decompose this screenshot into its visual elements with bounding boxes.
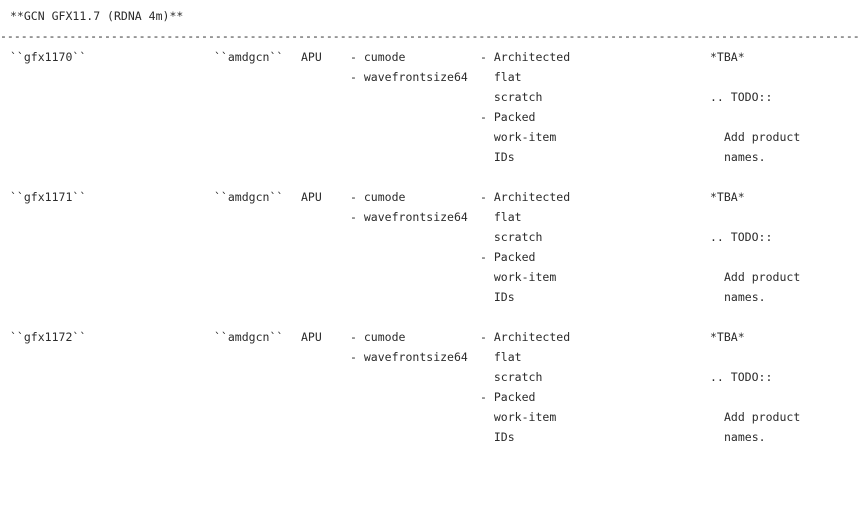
text-document: **GCN GFX11.7 (RDNA 4m)** --------------… <box>0 6 868 447</box>
target-property-item: - Architected <box>480 330 571 344</box>
target-property-item: scratch <box>480 230 543 244</box>
target-property-item: - Packed <box>480 250 536 264</box>
table-row: - wavefrontsize64 flat <box>0 67 868 87</box>
table-row: ``gfx1170`` ``amdgcn`` APU - cumode - Ar… <box>0 47 868 67</box>
todo-body-line: names. <box>724 290 766 304</box>
table-row: - wavefrontsize64 flat <box>0 347 868 367</box>
target-feature-item: - cumode <box>350 50 406 64</box>
target-feature-item: - cumode <box>350 190 406 204</box>
table-row: IDs names. <box>0 287 868 307</box>
todo-body-line: names. <box>724 430 766 444</box>
target-feature-item: - cumode <box>350 330 406 344</box>
todo-body-line: Add product <box>724 410 801 424</box>
target-property-item: - Packed <box>480 390 536 404</box>
table-row: - wavefrontsize64 flat <box>0 207 868 227</box>
processor-name: ``gfx1171`` <box>10 190 87 204</box>
processor-name: ``gfx1170`` <box>10 50 87 64</box>
table-row: work-item Add product <box>0 267 868 287</box>
architecture-name: ``amdgcn`` <box>214 330 284 344</box>
target-property-item: IDs <box>480 150 515 164</box>
architecture-name: ``amdgcn`` <box>214 50 284 64</box>
target-property-item: IDs <box>480 430 515 444</box>
target-property-item: scratch <box>480 370 543 384</box>
table-row: work-item Add product <box>0 407 868 427</box>
todo-directive: .. TODO:: <box>710 230 773 244</box>
todo-directive: .. TODO:: <box>710 370 773 384</box>
architecture-name: ``amdgcn`` <box>214 190 284 204</box>
target-property-item: flat <box>480 70 522 84</box>
target-feature-item: - wavefrontsize64 <box>350 210 468 224</box>
processor-name: ``gfx1172`` <box>10 330 87 344</box>
target-feature-item: - wavefrontsize64 <box>350 350 468 364</box>
target-property-item: work-item <box>480 270 557 284</box>
todo-directive: .. TODO:: <box>710 90 773 104</box>
horizontal-rule: ----------------------------------------… <box>0 29 860 43</box>
product-type: APU <box>301 330 322 344</box>
todo-body-line: Add product <box>724 130 801 144</box>
table-row: IDs names. <box>0 427 868 447</box>
target-property-item: - Architected <box>480 190 571 204</box>
target-property-item: flat <box>480 210 522 224</box>
product-type: APU <box>301 50 322 64</box>
table-row: ``gfx1171`` ``amdgcn`` APU - cumode - Ar… <box>0 187 868 207</box>
table-row: - Packed <box>0 247 868 267</box>
target-property-item: - Architected <box>480 50 571 64</box>
target-property-item: IDs <box>480 290 515 304</box>
target-property-item: flat <box>480 350 522 364</box>
table-row: - Packed <box>0 107 868 127</box>
table-row: scratch .. TODO:: <box>0 227 868 247</box>
todo-body-line: names. <box>724 150 766 164</box>
table-row: scratch .. TODO:: <box>0 87 868 107</box>
target-property-item: scratch <box>480 90 543 104</box>
target-property-item: work-item <box>480 410 557 424</box>
section-title-line: **GCN GFX11.7 (RDNA 4m)** <box>0 6 868 26</box>
target-property-item: - Packed <box>480 110 536 124</box>
product-tba: *TBA* <box>710 50 745 64</box>
table-row: scratch .. TODO:: <box>0 367 868 387</box>
table-row: work-item Add product <box>0 127 868 147</box>
target-property-item: work-item <box>480 130 557 144</box>
table-row: - Packed <box>0 387 868 407</box>
section-title: **GCN GFX11.7 (RDNA 4m)** <box>10 9 184 23</box>
product-tba: *TBA* <box>710 190 745 204</box>
product-tba: *TBA* <box>710 330 745 344</box>
target-feature-item: - wavefrontsize64 <box>350 70 468 84</box>
product-type: APU <box>301 190 322 204</box>
table-row: ``gfx1172`` ``amdgcn`` APU - cumode - Ar… <box>0 327 868 347</box>
table-row: IDs names. <box>0 147 868 167</box>
todo-body-line: Add product <box>724 270 801 284</box>
